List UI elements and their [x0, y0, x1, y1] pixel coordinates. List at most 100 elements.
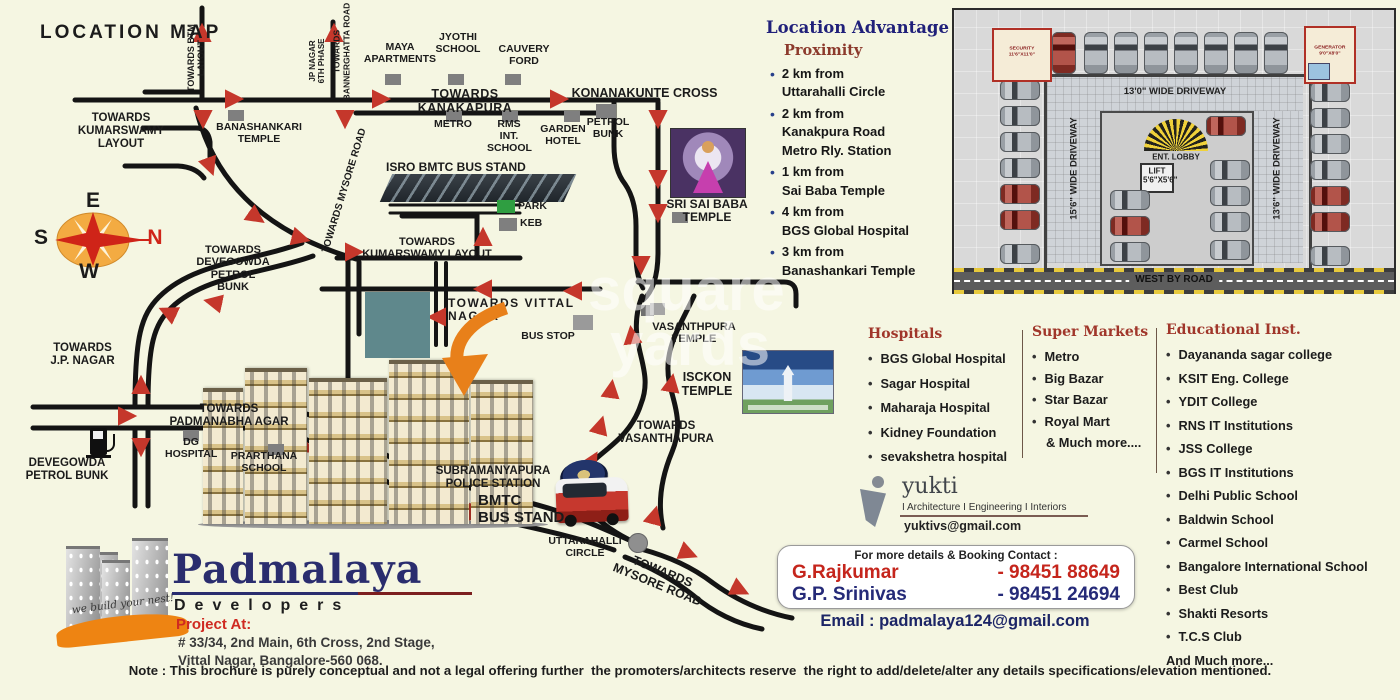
petrol-pump-icon: [86, 428, 115, 458]
contact-name: G.P. Srinivas: [792, 583, 907, 605]
yukti-logo-icon: [872, 476, 884, 488]
map-label-towards-btm: TOWARDS BTM LAYOUT: [185, 24, 206, 92]
building-render: [309, 378, 387, 524]
landmark-square: [650, 303, 665, 315]
landmark-square: [183, 430, 199, 441]
map-label-cauvery: CAUVERY FORD: [498, 43, 550, 67]
brand-division: Developers: [174, 597, 351, 614]
west-by-road: WEST BY ROAD: [954, 268, 1394, 294]
landmark-square: [672, 212, 688, 223]
road-arrow-icon: [642, 505, 662, 527]
map-label-police: SUBRAMANYAPURA POLICE STATION: [435, 465, 551, 490]
map-label-banashankari: BANASHANKARI TEMPLE: [216, 121, 302, 145]
map-label-vasanthpura: VASANTHPURA TEMPLE: [652, 321, 736, 346]
proximity-item: •2 km from Kanakpura Road Metro Rly. Sta…: [766, 105, 961, 160]
car-icon: [1310, 82, 1350, 102]
booking-contact-card: For more details & Booking Contact : G.R…: [777, 545, 1135, 609]
bullet-icon: •: [1032, 370, 1037, 386]
contact-phone: - 98451 24694: [997, 583, 1120, 605]
list-item: •Metro: [1032, 349, 1080, 364]
road-arrow-icon: [676, 541, 698, 559]
project-address: # 33/34, 2nd Main, 6th Cross, 2nd Stage,…: [178, 635, 435, 668]
road-arrow-icon: [600, 378, 620, 400]
contact-row: G.Rajkumar- 98451 88649: [778, 562, 1134, 584]
isckon-temple-image: [742, 350, 834, 414]
list-item: •BGS IT Institutions: [1166, 464, 1294, 480]
map-label-towards-vasanthapura: TOWARDS VASANTHAPURA: [618, 420, 714, 445]
bullet-icon: •: [770, 204, 775, 221]
car-icon: [1000, 244, 1040, 264]
map-label-maya: MAYA APARTMENTS: [363, 41, 437, 65]
car-icon: [1084, 32, 1108, 74]
bullet-icon: •: [1166, 488, 1171, 503]
road-arrow-icon: [660, 373, 680, 394]
map-label-uttarahalli: UTTARAHALLI CIRCLE: [548, 535, 622, 559]
map-label-kumarswamy-left: TOWARDS KUMARSWAMY LAYOUT: [77, 112, 165, 150]
list-item: •Big Bazar: [1032, 370, 1104, 386]
bullet-icon: •: [1166, 582, 1171, 597]
bullet-icon: •: [1032, 413, 1037, 429]
bullet-icon: •: [1166, 629, 1171, 644]
map-label-dg: DG HOSPITAL: [165, 436, 218, 460]
car-icon: [1210, 160, 1250, 180]
car-icon: [1052, 32, 1076, 74]
yukti-email: yuktivs@gmail.com: [904, 519, 1022, 533]
proximity-subtitle: Proximity: [784, 42, 863, 59]
map-label-petrol-bunk: PETROL BUNK: [586, 116, 630, 140]
water-sump: [1308, 63, 1330, 80]
divider: [1022, 330, 1023, 458]
map-label-sai-baba: SRI SAI BABA TEMPLE: [666, 197, 748, 225]
super-markets-title: Super Markets: [1032, 324, 1149, 340]
car-icon: [1234, 32, 1258, 74]
educational-list: •Dayananda sagar college•KSIT Eng. Colle…: [1166, 347, 1398, 644]
bullet-icon: •: [1032, 349, 1037, 364]
car-icon: [1000, 210, 1040, 230]
road-arrow-icon: [727, 577, 750, 595]
list-item: •Maharaja Hospital: [868, 400, 991, 415]
lobby-label: ENT. LOBBY: [1152, 153, 1200, 162]
driveway-right-label: 13'6" WIDE DRIVEWAY: [1271, 117, 1283, 220]
contact-name: G.Rajkumar: [792, 562, 899, 583]
list-item: •JSS College: [1166, 441, 1253, 456]
bullet-icon: •: [1166, 370, 1171, 386]
hospitals-section: Hospitals •BGS Global Hospital•Sagar Hos…: [868, 326, 1018, 474]
car-icon: [1310, 212, 1350, 232]
car-icon: [1174, 32, 1198, 74]
road-arrow-icon: [203, 294, 224, 314]
bullet-icon: •: [1166, 441, 1171, 456]
divider: [172, 592, 472, 595]
proximity-item: •1 km from Sai Baba Temple: [766, 163, 961, 200]
developer-brand-block: we build your nest! Padmalaya Developers…: [40, 528, 520, 668]
list-item: •T.C.S Club: [1166, 629, 1242, 644]
isro-bus-stand-image: [379, 174, 577, 202]
compass-icon: [55, 212, 150, 268]
list-item: •sevakshetra hospital: [868, 449, 1008, 464]
map-label-location-map: LOCATION MAP: [40, 22, 222, 43]
map-label-compass-s: S: [33, 226, 48, 249]
list-item: •Shakti Resorts: [1166, 605, 1269, 621]
map-label-isckon: ISCKON TEMPLE: [681, 370, 733, 398]
project-at-label: Project At:: [176, 616, 252, 633]
landmark-square: [641, 305, 654, 316]
lift-label: LIFT 5'6"X5'6": [1143, 167, 1178, 185]
car-icon: [1210, 240, 1250, 260]
bullet-icon: •: [1166, 511, 1171, 527]
building-shadow: [198, 520, 548, 529]
uttarahalli-circle-dot: [628, 533, 648, 553]
list-item: •Baldwin School: [1166, 511, 1274, 527]
map-label-jp-nagar-6th: JP NAGAR 6TH PHASE: [308, 38, 326, 84]
bullet-icon: •: [1166, 535, 1171, 550]
proximity-item: •4 km from BGS Global Hospital: [766, 203, 961, 240]
brand-name: Padmalaya: [172, 546, 423, 593]
location-advantage-panel: Location Advantage Proximity •2 km from …: [766, 18, 961, 283]
driveway-right: [1250, 111, 1303, 263]
map-label-bus-stop: BUS STOP: [521, 330, 575, 342]
bullet-icon: •: [868, 424, 873, 440]
landmark-square: [499, 218, 517, 231]
car-icon: [1210, 212, 1250, 232]
list-item: •YDIT College: [1166, 394, 1258, 409]
list-item: •Carmel School: [1166, 535, 1269, 550]
